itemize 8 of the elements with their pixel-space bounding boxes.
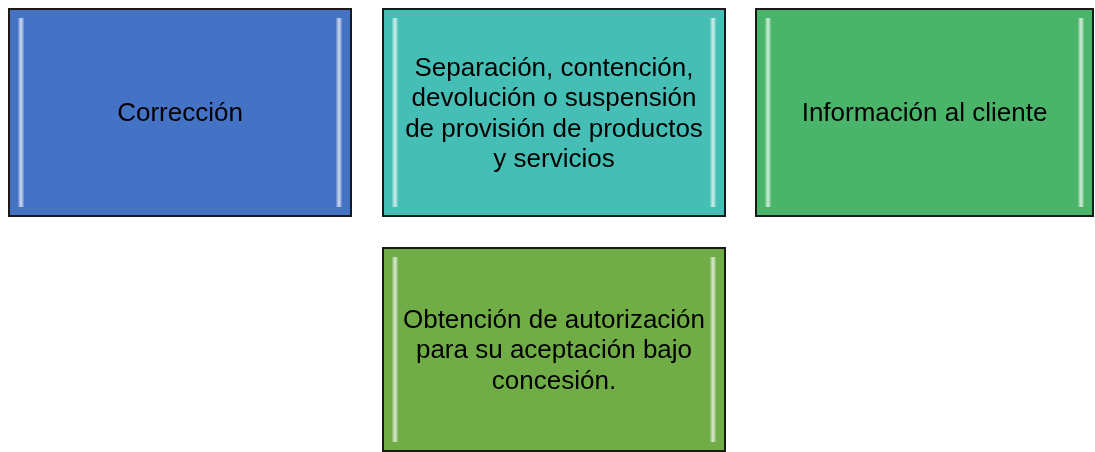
process-box xyxy=(382,8,726,217)
process-box xyxy=(755,8,1094,217)
process-box xyxy=(8,8,352,217)
process-box xyxy=(382,247,726,452)
box-label: Corrección xyxy=(117,97,243,128)
box-label: Obtención de autorización para su aceptación bajo concesión. xyxy=(401,304,707,395)
box-label: Información al cliente xyxy=(801,97,1048,128)
box-label: Separación, contención, devolución o suspensión de provisión de productos y servicios xyxy=(404,52,704,173)
